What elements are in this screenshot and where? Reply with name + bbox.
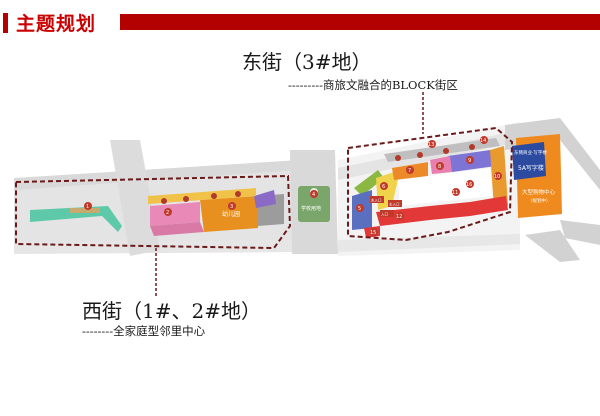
header-accent-bar [3,13,8,33]
office-top-label: 东侧商业·写字楼 [514,149,547,156]
parcel-number: 13 [428,142,434,148]
office-parcel [512,142,546,180]
west-parcels [30,188,284,236]
east-street-subtitle: ---------商旅文融合的BLOCK街区 [288,78,458,92]
mall-label: 大型购物中心 [522,188,556,196]
parcel-markers: 1 2 3 4 5 6 7 8 9 10 11 12 13 14 15 16 [84,136,502,236]
parcel-number: 5 [358,206,361,212]
east-parcels [352,138,508,238]
east-street-title: 东街（3#地） [242,50,372,74]
entrance-tag [388,200,402,207]
west-street-title: 西街（1#、2#地） [82,299,261,323]
school-label: 学校用地 [301,205,321,212]
office-label: 5A写字楼 [518,164,544,172]
mall-sub-label: （规划中） [528,197,551,204]
parcel-number: 11 [452,190,458,196]
parcel-number: 7 [408,168,411,174]
parcel-number: 3 [230,204,233,210]
east-boundary [347,126,514,242]
entrance-tag-label: 主入口 [389,202,400,207]
entrance-tag [370,196,384,203]
header-rule-bar [120,14,600,30]
entrance-tag [380,210,394,217]
parcel-number: 4 [312,192,315,198]
parcel-number: 12 [396,214,402,220]
west-boundary [15,174,292,250]
parcel-number: 14 [480,138,486,144]
parcel-number: 15 [370,230,376,236]
page-header: 主题规划 [0,0,600,40]
parcel-number: 10 [494,174,500,180]
parcel-number: 9 [468,158,471,164]
parcel-number: 1 [86,204,89,210]
school-parcel [298,186,330,222]
entrance-tag-label: 东入口 [371,198,382,203]
entrance-tag-label: 入口 [381,212,389,217]
parcel-number: 6 [382,184,385,190]
parcel-number: 8 [438,164,441,170]
west-street-subtitle: --------全家庭型邻里中心 [82,324,206,338]
parcel-number: 2 [166,210,169,216]
parcel-number: 16 [466,182,472,188]
kindergarten-label: 幼儿园 [222,210,240,218]
page-title: 主题规划 [16,13,97,35]
